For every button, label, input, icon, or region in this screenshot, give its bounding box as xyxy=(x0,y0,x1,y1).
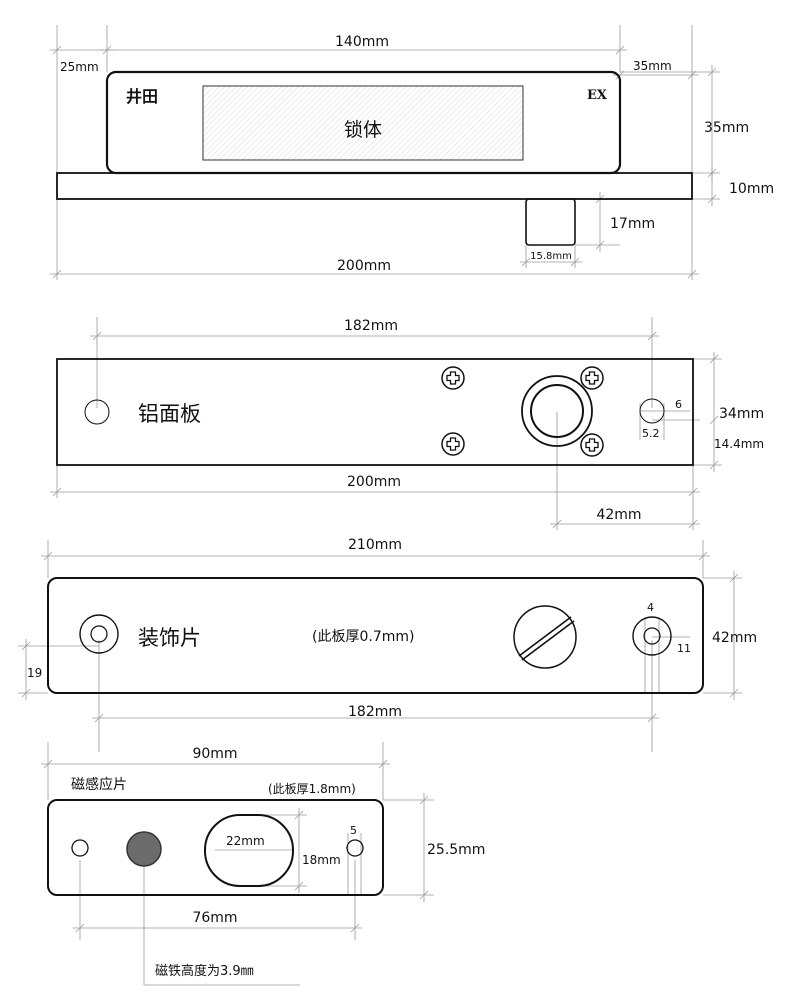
dim-label-6: 6 xyxy=(675,398,682,411)
dim-label-5-2: 5.2 xyxy=(642,427,660,440)
dim-label-4: 4 xyxy=(647,601,654,614)
magnet-mounting-hole-right xyxy=(346,839,364,857)
dim-label-25-5: 25.5mm xyxy=(427,842,485,858)
bolt-opening-outer xyxy=(521,375,593,447)
dim-label-200b: 200mm xyxy=(347,474,401,490)
aluminum-plate-label: 铝面板 xyxy=(138,402,201,426)
dim-label-35-height: 35mm xyxy=(704,120,749,136)
dim-label-42b: 42mm xyxy=(712,630,757,646)
dim-label-210: 210mm xyxy=(348,537,402,553)
decor-plate-outline xyxy=(47,577,704,694)
decor-hole-right xyxy=(643,627,661,645)
lock-base-plate xyxy=(56,172,693,200)
dim-label-15-8: 15.8mm xyxy=(530,251,572,262)
screw-icon xyxy=(580,366,604,390)
dim-label-76: 76mm xyxy=(192,910,237,926)
dim-label-22: 22mm xyxy=(226,834,265,848)
magnet-plate-outline xyxy=(47,799,384,896)
decor-ring-right xyxy=(632,616,672,656)
magnet-disc xyxy=(126,831,162,867)
decor-ring-left xyxy=(79,614,119,654)
mounting-hole-left xyxy=(84,399,110,425)
bolt-opening-inner xyxy=(530,384,584,438)
lock-bolt xyxy=(525,198,576,246)
lock-body-section: 井田 EX 锁体 140mm 25mm 35mm 35mm 10mm 17mm … xyxy=(50,25,774,280)
magnet-plate-note: (此板厚1.8mm) xyxy=(268,782,356,796)
screw-icon xyxy=(441,432,465,456)
dim-label-34: 34mm xyxy=(719,406,764,422)
dim-label-14-4: 14.4mm xyxy=(714,437,764,451)
decor-plate-label: 装饰片 xyxy=(138,626,201,650)
dim-label-182b: 182mm xyxy=(348,704,402,720)
dim-label-35-top: 35mm xyxy=(633,59,672,73)
dim-ticks xyxy=(52,45,717,279)
dim-label-11: 11 xyxy=(677,642,691,655)
lock-body-label: 锁体 xyxy=(344,119,382,141)
dim-label-5: 5 xyxy=(350,824,357,837)
decor-plate-section: 装饰片 (此板厚0.7mm) 210mm 42mm 19 182mm 4 11 xyxy=(18,537,757,752)
brand-logo: 井田 xyxy=(126,87,158,106)
aluminum-plate-outline xyxy=(56,358,694,466)
dim-label-90: 90mm xyxy=(192,746,237,762)
dim-label-19: 19 xyxy=(27,666,42,680)
screw-icon xyxy=(441,366,465,390)
aluminum-plate-section: 铝面板 182mm 200mm 42mm 34mm 14.4mm 6 5.2 xyxy=(50,317,764,530)
screw-icon xyxy=(580,433,604,457)
dim-ticks xyxy=(52,331,719,529)
magnet-plate-label: 磁感应片 xyxy=(71,776,127,793)
dim-label-200: 200mm xyxy=(337,258,391,274)
dim-label-182: 182mm xyxy=(344,318,398,334)
slot-opening xyxy=(204,814,294,887)
model-label: EX xyxy=(587,88,608,103)
dim-label-18: 18mm xyxy=(302,853,341,867)
decor-hole-left xyxy=(90,625,108,643)
dim-label-42: 42mm xyxy=(596,507,641,523)
magnet-mounting-hole-left xyxy=(71,839,89,857)
dim-label-17: 17mm xyxy=(610,216,655,232)
decor-plate-note: (此板厚0.7mm) xyxy=(312,629,414,645)
magnet-height-note: 磁铁高度为3.9㎜ xyxy=(155,963,254,979)
mounting-hole-right xyxy=(639,398,665,424)
dim-ticks xyxy=(43,759,429,933)
dim-ticks xyxy=(21,551,739,723)
dim-label-140: 140mm xyxy=(335,34,389,50)
dim-label-25: 25mm xyxy=(60,60,99,74)
dim-label-10: 10mm xyxy=(729,181,774,197)
magnet-plate-section: 磁感应片 (此板厚1.8mm) 90mm 25.5mm 76mm 22mm 18… xyxy=(41,742,485,986)
slotted-screw-icon xyxy=(513,605,577,669)
lock-body-window xyxy=(202,85,524,161)
